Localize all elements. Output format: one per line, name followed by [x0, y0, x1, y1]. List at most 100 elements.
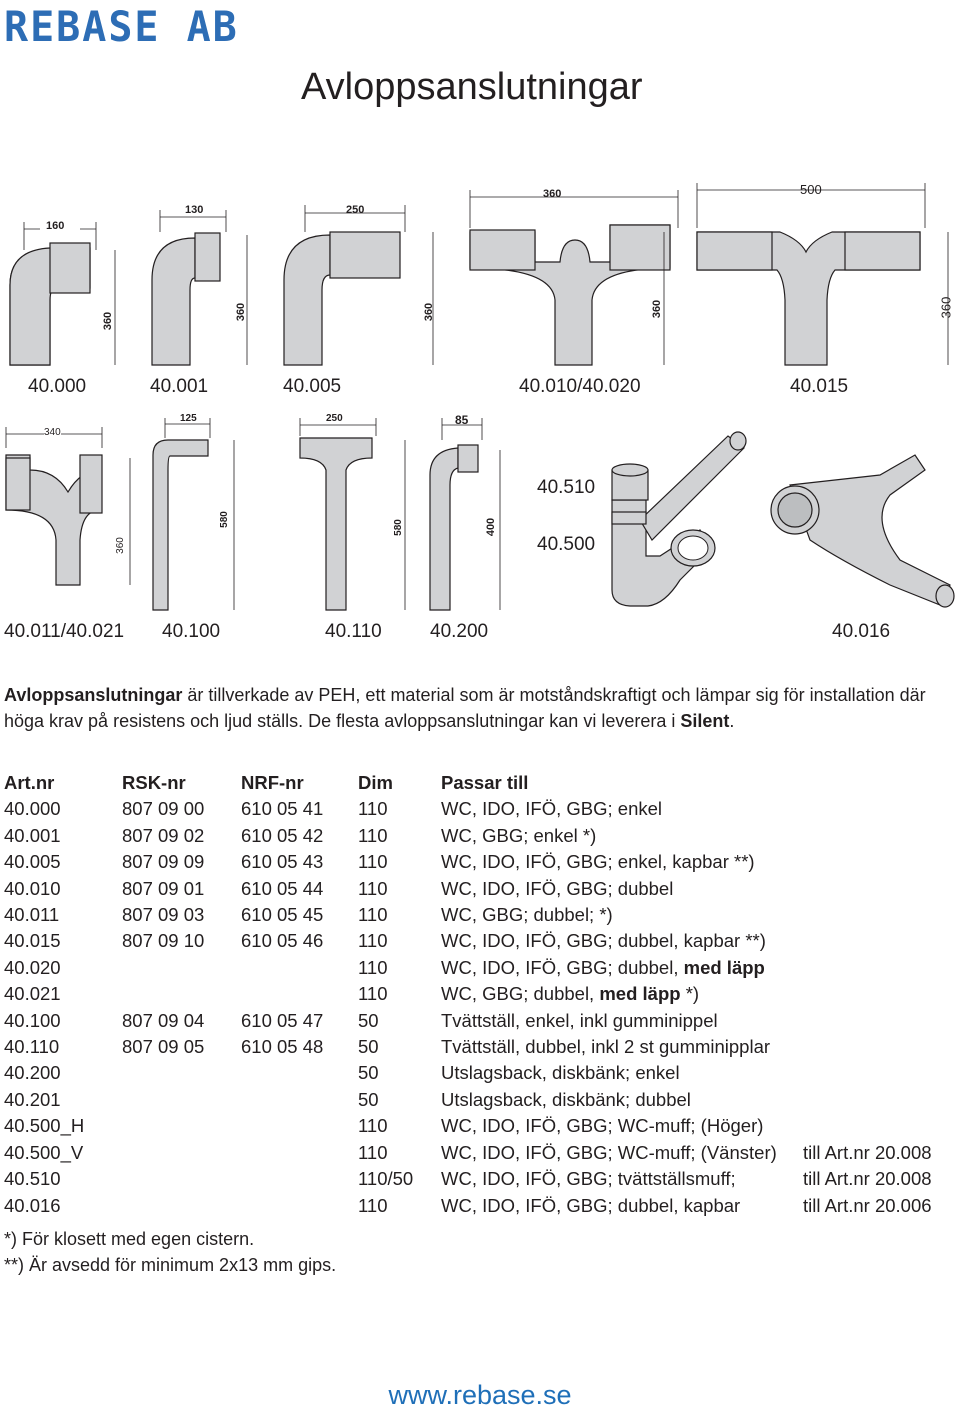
cell-art-nr: 40.016	[4, 1194, 61, 1216]
cell-dim: 110	[358, 1141, 388, 1163]
fitting-40-110-drawing	[299, 418, 406, 611]
intro-paragraph: Avloppsanslutningar är tillverkade av PE…	[4, 682, 954, 734]
cell-art-nr: 40.020	[4, 956, 61, 978]
cell-nrf-nr	[241, 1193, 358, 1219]
cell-nrf-nr	[241, 981, 358, 1007]
cell-dim: 110	[358, 877, 388, 899]
cell-till-art	[803, 981, 953, 1007]
cell-passar-till: Utslagsback, diskbänk; enkel	[441, 1062, 680, 1084]
cell-rsk-nr	[122, 1193, 241, 1219]
intro-bold-lead: Avloppsanslutningar	[4, 685, 183, 705]
cell-nrf-nr	[241, 1166, 358, 1192]
cell-passar-till: WC, IDO, IFÖ, GBG; dubbel, kapbar **)	[441, 930, 766, 952]
fitting-40-001-drawing	[151, 210, 248, 366]
cell-rsk-nr	[122, 955, 241, 981]
cell-rsk-nr	[122, 1060, 241, 1086]
fitting-code-40-510: 40.510	[537, 477, 596, 498]
cell-dim: 110/50	[358, 1168, 414, 1190]
cell-rsk-nr	[122, 1113, 241, 1139]
cell-passar-till: WC, GBG; enkel *)	[441, 824, 597, 846]
dim-height-40-011: 360	[114, 537, 126, 554]
fitting-code-40-016: 40.016	[832, 621, 891, 642]
cell-rsk-nr	[122, 1166, 241, 1192]
cell-dim: 50	[358, 1062, 379, 1084]
fitting-drawings	[5, 183, 955, 611]
spec-table: Art.nr RSK-nr NRF-nr Dim Passar till 40.…	[4, 770, 953, 1219]
dim-width-40-015: 500	[800, 182, 822, 197]
cell-art-nr: 40.500_H	[4, 1115, 85, 1137]
cell-nrf-nr	[241, 1113, 358, 1139]
cell-dim: 110	[358, 904, 388, 926]
dim-height-40-200: 400	[485, 517, 498, 537]
fitting-code-40-200: 40.200	[430, 621, 489, 642]
table-row: 40.020 110 WC, IDO, IFÖ, GBG; dubbel, med …	[4, 955, 953, 981]
desc-text: WC, IDO, IFÖ, GBG; dubbel,	[441, 956, 684, 978]
desc-text: WC, GBG; dubbel,	[441, 983, 600, 1005]
cell-rsk-nr	[122, 981, 241, 1007]
intro-end: .	[729, 711, 735, 731]
fitting-40-200-drawing	[429, 418, 501, 611]
logo-text: REBASE AB	[4, 2, 239, 52]
cell-nrf-nr: 610 05 45	[241, 904, 324, 926]
cell-till-art	[803, 955, 953, 981]
fitting-code-40-011-021: 40.011/40.021	[4, 621, 125, 642]
fitting-40-010-drawing	[469, 190, 679, 366]
dim-height-40-000: 360	[102, 311, 115, 331]
cell-dim: 110	[358, 983, 388, 1005]
cell-passar-till: WC, GBG; dubbel, med läpp *)	[441, 981, 803, 1007]
fitting-code-40-010-020: 40.010/40.020	[519, 376, 641, 397]
dim-width-40-110: 250	[326, 413, 343, 424]
table-row: 40.200 50 Utslagsback, diskbänk; enkel	[4, 1060, 953, 1086]
cell-dim: 50	[358, 1088, 379, 1110]
cell-rsk-nr: 807 09 09	[122, 851, 205, 873]
cell-nrf-nr	[241, 1087, 358, 1113]
fitting-40-100-drawing	[152, 418, 235, 611]
cell-till-art	[803, 1060, 953, 1086]
cell-dim: 110	[358, 1194, 388, 1216]
cell-nrf-nr	[241, 955, 358, 981]
cell-rsk-nr: 807 09 04	[122, 1009, 205, 1031]
cell-passar-till: Tvättställ, enkel, inkl gumminippel	[441, 1009, 718, 1031]
dim-height-40-010: 360	[651, 299, 664, 319]
cell-art-nr: 40.110	[4, 1036, 60, 1058]
cell-till-art: till Art.nr 20.008	[803, 1141, 932, 1163]
dim-width-40-010: 360	[543, 188, 562, 200]
cell-rsk-nr: 807 09 10	[122, 930, 205, 952]
dim-height-40-001: 360	[235, 302, 248, 322]
website-link[interactable]: www.rebase.se	[388, 1380, 572, 1410]
cell-art-nr: 40.011	[4, 904, 60, 926]
page-title: Avloppsanslutningar	[301, 66, 643, 108]
cell-art-nr: 40.200	[4, 1062, 61, 1084]
desc-text: *)	[680, 983, 700, 1005]
cell-till-art: till Art.nr 20.006	[803, 1194, 932, 1216]
cell-art-nr: 40.001	[4, 824, 61, 846]
dim-width-40-100: 125	[180, 413, 197, 424]
fitting-code-40-005: 40.005	[283, 376, 342, 397]
cell-dim: 50	[358, 1009, 379, 1031]
footnote-1: *) För klosett med egen cistern.	[4, 1229, 255, 1249]
cell-till-art	[803, 1087, 953, 1113]
cell-dim: 110	[358, 930, 388, 952]
fitting-40-015-drawing	[696, 183, 949, 366]
fitting-40-500-drawing	[611, 431, 747, 607]
emphasis-text: med läpp	[599, 983, 681, 1005]
intro-text: är tillverkade av PEH, ett material som …	[4, 685, 926, 731]
cell-dim: 110	[358, 956, 388, 978]
fitting-code-40-001: 40.001	[150, 376, 209, 397]
emphasis-text: med läpp	[683, 956, 765, 978]
dim-height-40-110: 580	[392, 519, 404, 536]
dim-height-40-005: 360	[423, 302, 436, 322]
dim-width-40-001: 130	[185, 204, 204, 216]
cell-passar-till: WC, IDO, IFÖ, GBG; dubbel	[441, 877, 674, 899]
cell-passar-till: WC, IDO, IFÖ, GBG; dubbel, med läpp	[441, 955, 803, 981]
cell-passar-till: Tvättställ, dubbel, inkl 2 st gumminippl…	[441, 1036, 771, 1058]
cell-nrf-nr: 610 05 44	[241, 877, 324, 899]
cell-art-nr: 40.100	[4, 1009, 61, 1031]
cell-passar-till: WC, IDO, IFÖ, GBG; dubbel, kapbar	[441, 1194, 741, 1216]
cell-till-art	[803, 928, 953, 954]
